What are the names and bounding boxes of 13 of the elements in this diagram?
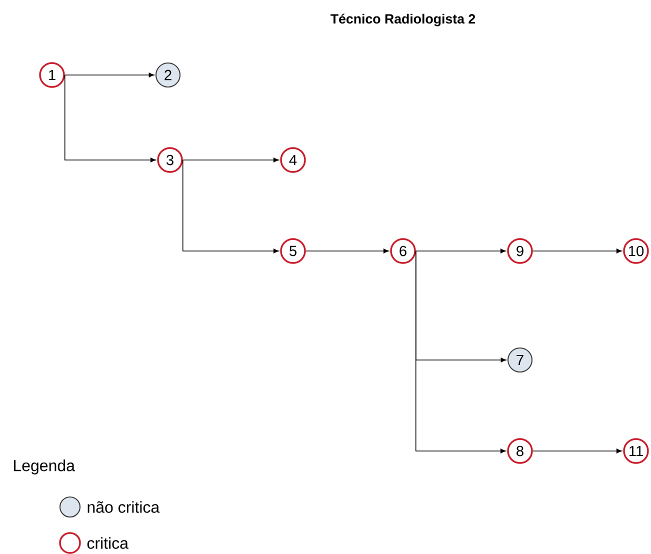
legend-text: não critica bbox=[88, 501, 160, 513]
arrow bbox=[532, 448, 622, 454]
title: Técnico Radiologista 2 bbox=[330, 14, 476, 26]
arrow bbox=[415, 248, 506, 254]
legend-heading: Legenda bbox=[14, 460, 75, 474]
arrow bbox=[182, 158, 279, 162]
arrow bbox=[415, 250, 506, 454]
arrow bbox=[64, 72, 154, 78]
legend-text: critica bbox=[87, 537, 128, 549]
arrow bbox=[532, 248, 622, 254]
arrow bbox=[182, 160, 279, 254]
arrow bbox=[305, 248, 389, 254]
arrow bbox=[64, 74, 156, 162]
